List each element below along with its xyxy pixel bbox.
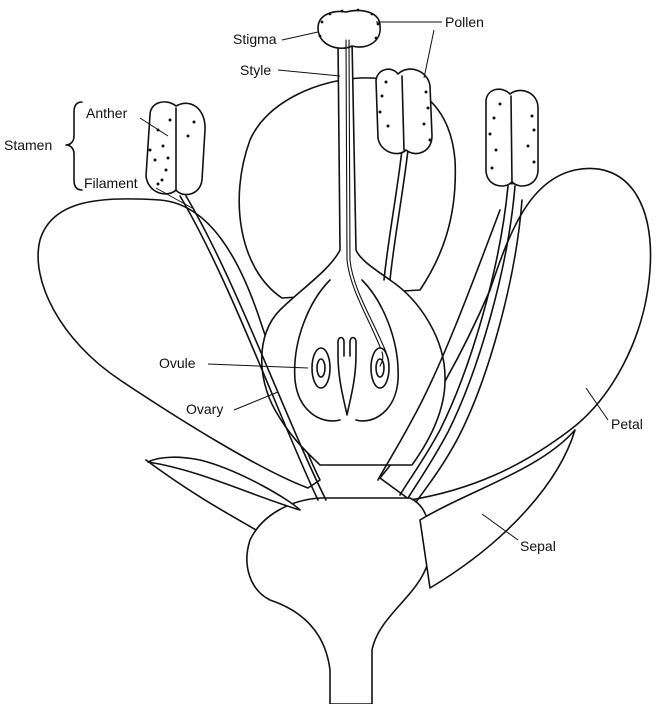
label-anther: Anther: [86, 105, 128, 121]
receptacle-stem: [247, 498, 430, 704]
label-ovary: Ovary: [186, 401, 223, 417]
label-sepal: Sepal: [520, 538, 556, 554]
stamen-brace: [66, 102, 82, 190]
label-petal: Petal: [611, 416, 643, 432]
anther-center: [376, 69, 432, 153]
label-ovule: Ovule: [159, 355, 196, 371]
label-stamen: Stamen: [4, 137, 52, 153]
label-pollen: Pollen: [445, 14, 484, 30]
anther-left: [146, 102, 205, 195]
ovule-right: [371, 348, 389, 388]
label-filament: Filament: [84, 175, 138, 191]
anther-right: [486, 89, 538, 186]
label-style: Style: [240, 62, 271, 78]
label-stigma: Stigma: [233, 31, 277, 47]
ovule-left: [312, 348, 330, 388]
